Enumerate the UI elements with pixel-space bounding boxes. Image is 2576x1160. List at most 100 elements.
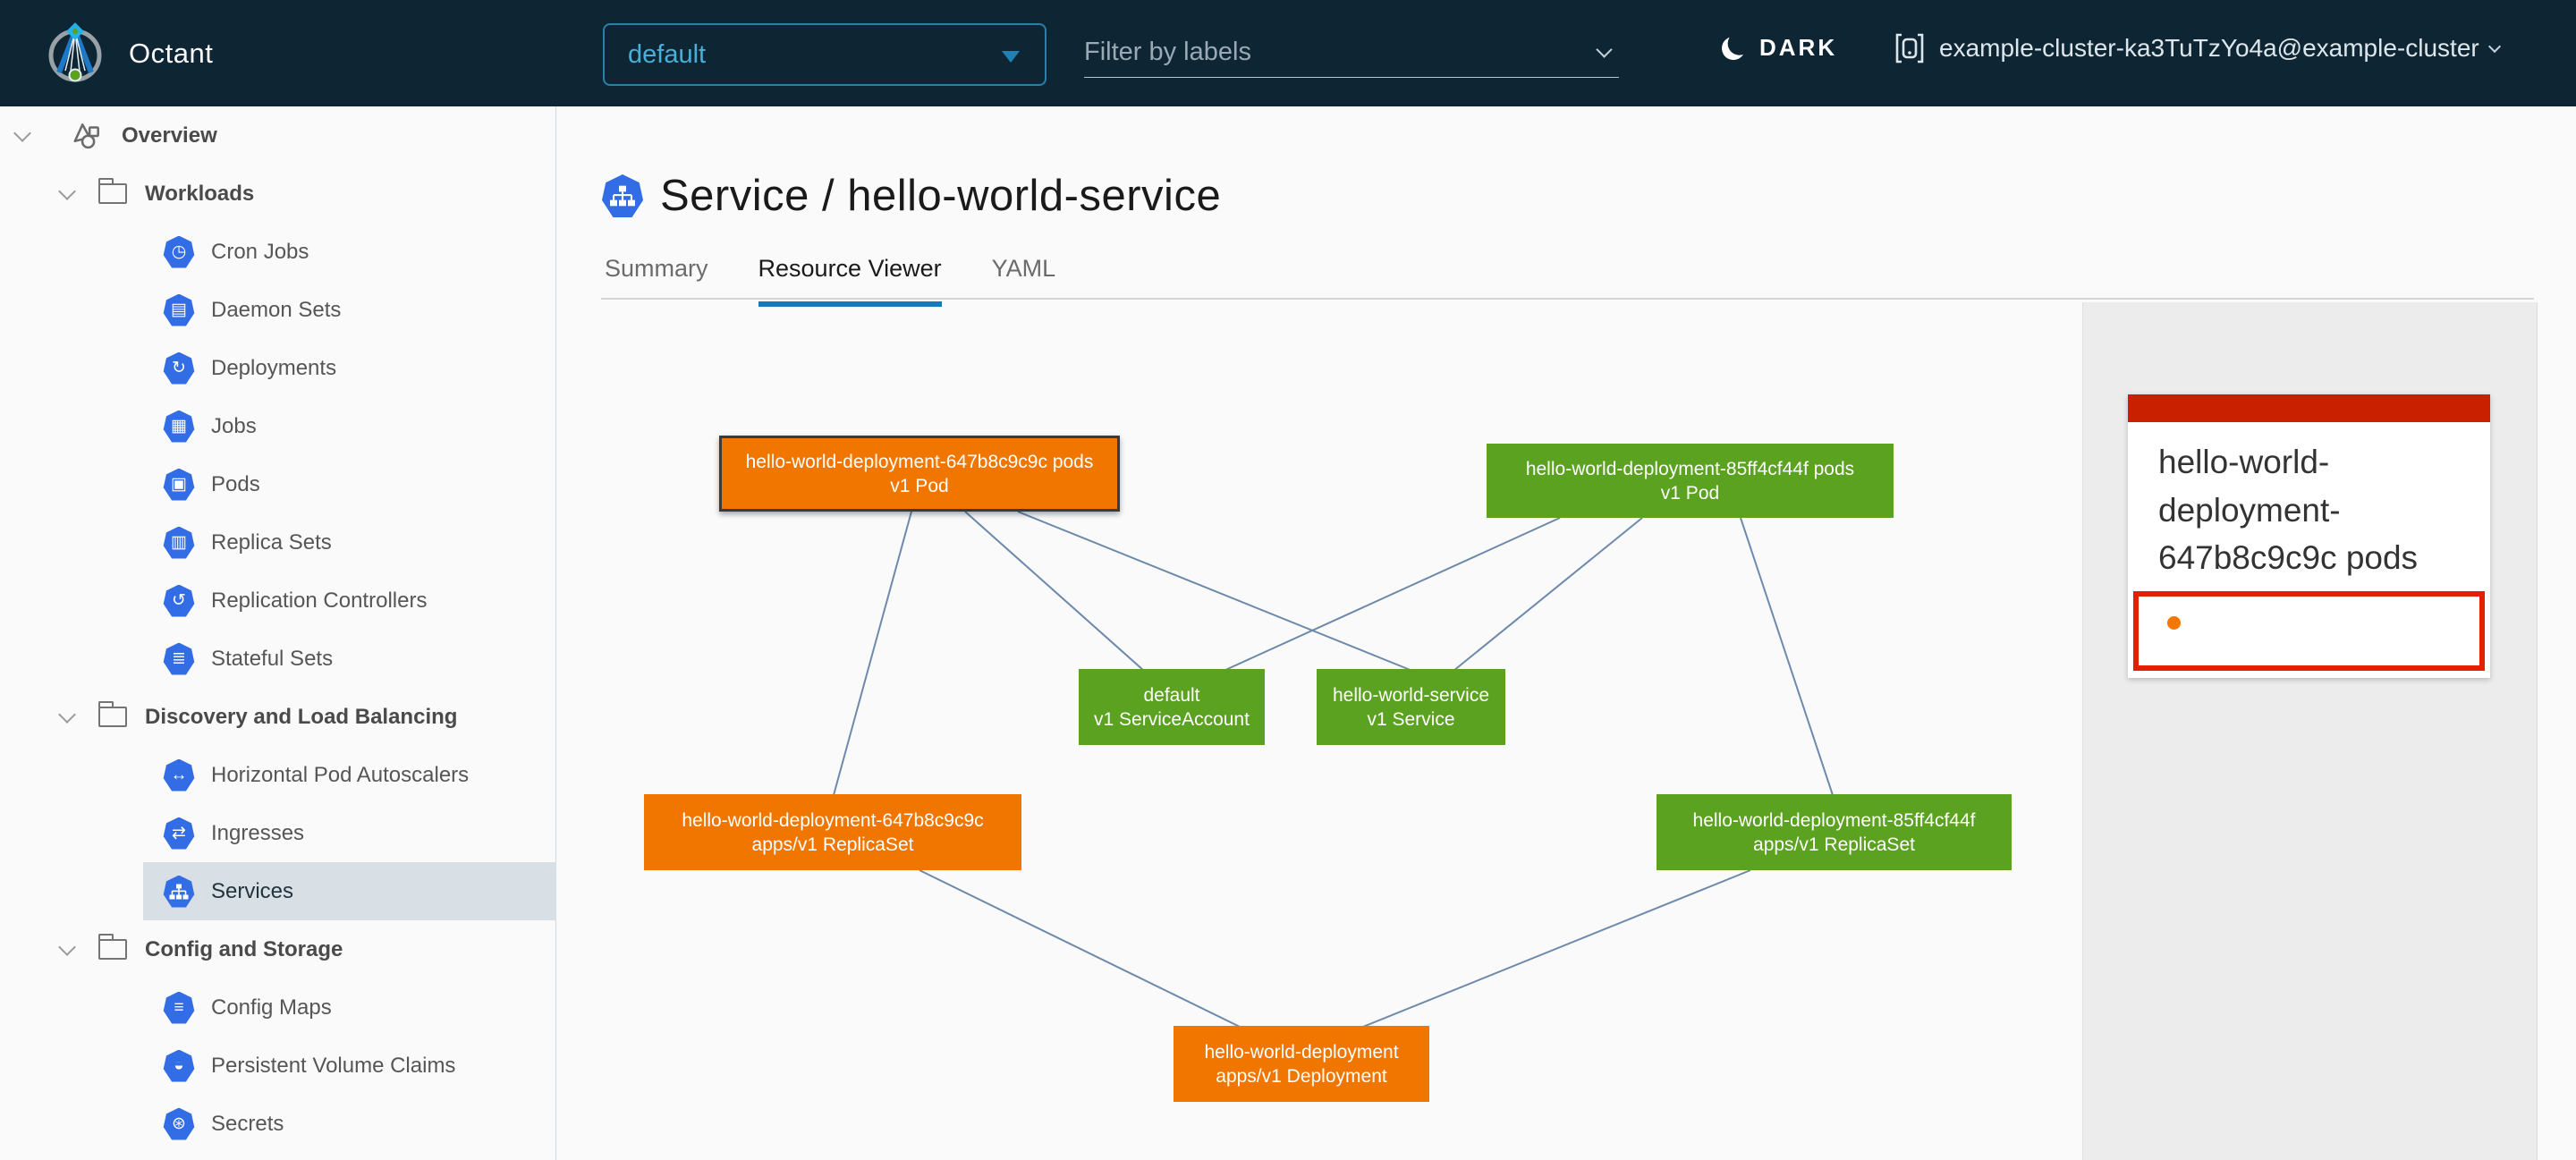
tab-bar: Summary Resource Viewer YAML (605, 255, 1055, 307)
cluster-name: example-cluster-ka3TuTzYo4a@example-clus… (1939, 34, 2479, 62)
sidebar-group-config-and-storage[interactable]: Config and Storage (0, 920, 555, 978)
cronjobs-icon: ◷ (163, 235, 195, 268)
sidebar-item-label: Persistent Volume Claims (211, 1053, 456, 1078)
graph-node-serviceaccount-default[interactable]: default v1 ServiceAccount (1079, 669, 1265, 745)
sidebar-item-horizontal-pod-autoscalers[interactable]: ↔ Horizontal Pod Autoscalers (143, 746, 556, 804)
sidebar-item-label: Ingresses (211, 820, 305, 845)
graph-node-replicaset-647b8c9c9c[interactable]: hello-world-deployment-647b8c9c9c apps/v… (644, 794, 1021, 870)
resource-viewer-canvas: hello-world-deployment-647b8c9c9c pods v… (556, 302, 2576, 1160)
tab-yaml[interactable]: YAML (991, 255, 1056, 282)
sidebar-item-label: Deployments (211, 355, 337, 380)
cluster-icon (1895, 33, 1924, 64)
sidebar-item-jobs[interactable]: ▦ Jobs (143, 397, 556, 455)
octant-logo-icon (48, 22, 102, 82)
tab-summary[interactable]: Summary (605, 255, 708, 282)
jobs-icon: ▦ (163, 410, 195, 443)
sidebar-item-stateful-sets[interactable]: ≣ Stateful Sets (143, 630, 556, 688)
namespace-select[interactable]: default (603, 23, 1046, 86)
replicasets-icon: ▥ (163, 526, 195, 559)
folder-icon (97, 178, 127, 204)
sidebar-item-ingresses[interactable]: ⇄ Ingresses (143, 804, 556, 862)
graph-node-deployment-hello-world-deployment[interactable]: hello-world-deployment apps/v1 Deploymen… (1174, 1026, 1429, 1102)
chevron-down-icon (13, 123, 31, 142)
graph-node-service-hello-world-service[interactable]: hello-world-service v1 Service (1317, 669, 1505, 745)
graph-node-pod-647b8c9c9c[interactable]: hello-world-deployment-647b8c9c9c pods v… (719, 436, 1120, 512)
sidebar-item-label: Replication Controllers (211, 588, 428, 613)
sidebar-item-cron-jobs[interactable]: ◷ Cron Jobs (143, 223, 556, 281)
node-name: hello-world-deployment (1204, 1041, 1399, 1063)
services-icon (163, 875, 195, 908)
node-name: hello-world-deployment-85ff4cf44f (1692, 809, 1976, 831)
chevron-down-icon (58, 937, 76, 956)
service-kind-icon (601, 174, 644, 217)
app-title: Octant (129, 38, 214, 69)
brand[interactable]: Octant (41, 20, 213, 88)
node-meta: v1 Pod (890, 475, 949, 496)
app-header: Octant default Filter by labels DARK exa… (0, 0, 2576, 106)
node-meta: apps/v1 Deployment (1216, 1065, 1387, 1087)
sidebar-group-label: Workloads (145, 181, 255, 206)
sidebar-group-workloads[interactable]: Workloads (0, 165, 555, 223)
sidebar-item-config-maps[interactable]: ≡ Config Maps (143, 978, 556, 1037)
deployments-icon: ↻ (163, 351, 195, 385)
chevron-down-icon (1596, 40, 1613, 58)
sidebar-nav: Overview Workloads ◷ Cron Jobs ▤ Daemon … (0, 106, 556, 1160)
chevron-down-icon (58, 182, 76, 200)
sidebar-item-secrets[interactable]: ⊛ Secrets (143, 1095, 556, 1153)
node-meta: apps/v1 ReplicaSet (751, 834, 914, 855)
sidebar-item-replica-sets[interactable]: ▥ Replica Sets (143, 513, 556, 572)
folder-icon (97, 934, 127, 960)
sidebar-item-overview[interactable]: Overview (0, 106, 555, 165)
sidebar-item-label: Daemon Sets (211, 297, 342, 322)
sidebar-item-label: Stateful Sets (211, 646, 334, 671)
cluster-selector[interactable]: example-cluster-ka3TuTzYo4a@example-clus… (1894, 32, 2501, 64)
sidebar-item-persistent-volume-claims[interactable]: ◒ Persistent Volume Claims (143, 1037, 556, 1095)
status-dot-icon (2167, 615, 2181, 630)
dark-label: DARK (1759, 34, 1838, 61)
sidebar-item-label: Replica Sets (211, 529, 332, 555)
graph-edges (833, 511, 1834, 1028)
tab-resource-viewer[interactable]: Resource Viewer (758, 255, 942, 307)
chevron-down-icon (58, 705, 76, 724)
sidebar-item-deployments[interactable]: ↻ Deployments (143, 339, 556, 397)
page-header: Service / hello-world-service (601, 171, 1221, 221)
card-alert-box (2133, 590, 2485, 671)
card-status-bar (2128, 394, 2490, 422)
sidebar-item-label: Horizontal Pod Autoscalers (211, 762, 470, 787)
daemonsets-icon: ▤ (163, 293, 195, 326)
sidebar-item-pods[interactable]: ▣ Pods (143, 455, 556, 513)
selected-node-card[interactable]: hello-world-deployment-647b8c9c9c pods (2128, 394, 2490, 678)
folder-icon (97, 701, 127, 727)
sidebar-item-label: Pods (211, 471, 260, 496)
filter-by-labels-input[interactable]: Filter by labels (1084, 27, 1619, 78)
node-name: hello-world-service (1332, 684, 1490, 706)
replicationcontrollers-icon: ↺ (163, 584, 195, 617)
sidebar-item-label: Overview (122, 123, 217, 148)
sidebar-item-label: Secrets (211, 1111, 284, 1136)
sidebar-item-services[interactable]: Services (143, 862, 556, 920)
right-gutter (2537, 302, 2576, 1160)
sidebar-item-daemon-sets[interactable]: ▤ Daemon Sets (143, 281, 556, 339)
graph-node-replicaset-85ff4cf44f[interactable]: hello-world-deployment-85ff4cf44f apps/v… (1657, 794, 2012, 870)
detail-side-panel: hello-world-deployment-647b8c9c9c pods (2082, 302, 2537, 1160)
sidebar-item-label: Jobs (211, 413, 257, 438)
node-meta: v1 Pod (1660, 482, 1720, 504)
dark-theme-toggle[interactable]: DARK (1722, 34, 1837, 62)
configmaps-icon: ≡ (163, 991, 195, 1024)
sidebar-item-label: Cron Jobs (211, 239, 309, 264)
sidebar-item-replication-controllers[interactable]: ↺ Replication Controllers (143, 572, 556, 630)
hpa-icon: ↔ (163, 758, 195, 792)
caret-down-icon (1002, 51, 1020, 63)
node-meta: v1 ServiceAccount (1094, 708, 1250, 730)
node-name: hello-world-deployment-647b8c9c9c pods (745, 451, 1094, 472)
sidebar-group-label: Config and Storage (145, 936, 343, 961)
sidebar-group-discovery-and-load-balancing[interactable]: Discovery and Load Balancing (0, 688, 555, 746)
node-name: hello-world-deployment-647b8c9c9c (682, 809, 984, 831)
namespace-value: default (628, 39, 707, 69)
sidebar-item-label: Services (211, 878, 294, 903)
main-content: Service / hello-world-service Summary Re… (556, 106, 2576, 1160)
ingresses-icon: ⇄ (163, 817, 195, 850)
filter-placeholder: Filter by labels (1084, 37, 1251, 66)
graph-node-pod-85ff4cf44f[interactable]: hello-world-deployment-85ff4cf44f pods v… (1487, 444, 1894, 518)
statefulsets-icon: ≣ (163, 642, 195, 675)
